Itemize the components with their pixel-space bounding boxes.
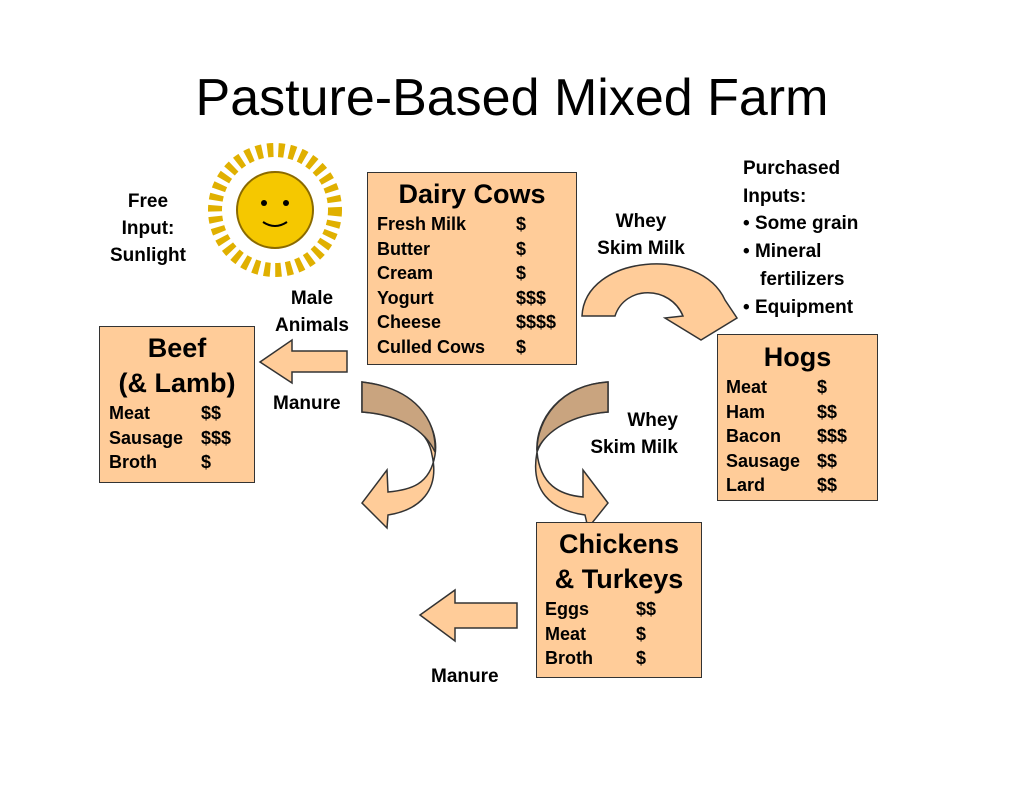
product-value: $	[516, 263, 527, 283]
product-name: Sausage	[109, 427, 184, 448]
product-value: $	[817, 377, 828, 397]
product-value: $	[516, 214, 527, 234]
product-name: Meat	[545, 623, 587, 644]
product-name: Culled Cows	[377, 336, 486, 357]
manure-label-1: Manure	[273, 393, 341, 414]
dairy-cows-box: Dairy Cows Fresh Milk $ Butter $ Cream $ Yogur…	[367, 172, 577, 365]
hogs-box: Hogs Meat $ Ham $$ Bacon $$$ Sausage $$ Lard $$	[717, 334, 878, 501]
list-item: • Some grain	[743, 213, 859, 235]
box-title: Chickens	[558, 529, 680, 559]
chickens-turkeys-box: Chickens & Turkeys Eggs $$ Meat $ Broth $	[536, 522, 702, 678]
product-row: Eggs $$	[545, 597, 701, 622]
product-row: Cheese $$$$	[377, 310, 576, 335]
product-row: Meat $	[545, 622, 701, 647]
product-value: $$	[817, 401, 838, 422]
product-value: $$	[817, 475, 838, 495]
product-name: Fresh Milk	[377, 214, 467, 234]
box-title: Beef	[147, 333, 207, 363]
product-name: Meat	[726, 377, 768, 397]
list-item: • Mineral fertilizers	[743, 241, 845, 290]
line: Whey	[615, 211, 667, 232]
product-name: Ham	[726, 401, 766, 422]
product-row: Ham $$	[726, 400, 877, 425]
product-row: Sausage $$$	[109, 426, 254, 451]
product-name: Sausage	[726, 450, 801, 471]
product-row: Meat $$	[109, 401, 254, 426]
product-name: Eggs	[545, 599, 590, 619]
box-title: Hogs	[763, 342, 832, 372]
product-row: Meat $	[726, 375, 877, 400]
product-row: Sausage $$	[726, 449, 877, 474]
arrow-manure-chickens	[418, 588, 518, 643]
line: Inputs:	[743, 185, 807, 207]
list-item: • Equipment	[743, 296, 854, 318]
product-name: Cheese	[377, 312, 442, 332]
product-value: $	[516, 336, 527, 357]
product-value: $$$$	[516, 312, 557, 332]
product-value: $	[636, 623, 647, 644]
product-row: Fresh Milk $	[377, 212, 576, 237]
product-row: Lard $$	[726, 473, 877, 498]
line: Purchased	[743, 158, 841, 179]
product-row: Bacon $$$	[726, 424, 877, 449]
line: Input:	[121, 218, 175, 239]
product-row: Cream $	[377, 261, 576, 286]
beef-lamb-box: Beef (& Lamb) Meat $$ Sausage $$$ Broth $	[99, 326, 255, 483]
product-value: $	[516, 238, 527, 259]
product-row: Broth $	[109, 450, 254, 475]
product-name: Lard	[726, 475, 766, 495]
product-row: Broth $	[545, 646, 701, 671]
product-value: $	[636, 648, 647, 668]
line: Whey	[627, 410, 678, 431]
product-name: Meat	[109, 403, 151, 423]
product-value: $$	[817, 450, 838, 471]
product-name: Yogurt	[377, 287, 434, 308]
manure-label-2: Manure	[431, 666, 499, 687]
line: Sunlight	[110, 245, 186, 266]
product-name: Cream	[377, 263, 434, 283]
product-name: Broth	[109, 452, 157, 472]
page-title: Pasture-Based Mixed Farm	[195, 69, 829, 127]
box-title: & Turkeys	[554, 564, 684, 594]
product-value: $$$	[516, 287, 547, 308]
line: Skim Milk	[590, 437, 678, 458]
purchased-inputs: Purchased Inputs: • Some grain • Mineral…	[743, 155, 880, 321]
line: Male	[290, 288, 334, 309]
product-name: Bacon	[726, 426, 782, 446]
line: Free	[127, 191, 169, 212]
product-row: Butter $	[377, 237, 576, 262]
product-name: Butter	[377, 238, 430, 259]
product-value: $$$	[817, 426, 848, 446]
box-title: (& Lamb)	[118, 368, 236, 398]
line: Animals	[275, 315, 349, 336]
product-value: $$	[636, 599, 657, 619]
sun-icon	[208, 143, 342, 277]
product-row: Culled Cows $	[377, 335, 576, 360]
product-value: $$	[201, 403, 222, 423]
product-row: Yogurt $$$	[377, 286, 576, 311]
product-value: $$$	[201, 427, 232, 448]
arrow-whey-hogs	[581, 263, 739, 341]
arrow-male-animals	[258, 338, 348, 385]
product-name: Broth	[545, 648, 593, 668]
box-title: Dairy Cows	[398, 179, 546, 209]
line: Skim Milk	[597, 238, 685, 259]
product-value: $	[201, 452, 212, 472]
